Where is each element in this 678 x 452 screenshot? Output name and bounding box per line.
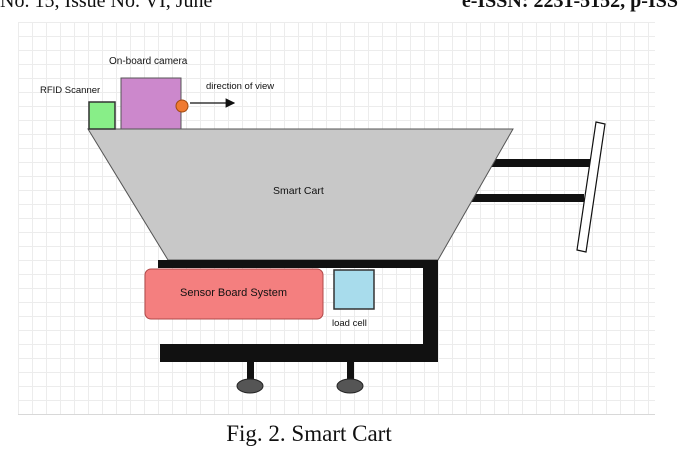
handle-bar-lower (460, 194, 584, 202)
chassis-bottom-bar (160, 344, 438, 362)
smart-cart-figure: On-board camera RFID Scanner direction o… (18, 22, 655, 415)
cart-label: Smart Cart (273, 185, 324, 197)
chassis-right-post (423, 260, 438, 362)
load-cell-label: load cell (332, 318, 367, 329)
handle-bar-upper (470, 159, 590, 167)
figure-caption: Fig. 2. Smart Cart (226, 421, 392, 446)
wheel-left-axle (247, 362, 254, 380)
rfid-label: RFID Scanner (40, 85, 101, 96)
page-header: No. 15, Issue No. VI, June e-ISSN: 2231-… (0, 0, 678, 12)
wheel-right (336, 378, 364, 394)
header-issue-text: No. 15, Issue No. VI, June (0, 0, 213, 12)
header-issn-text: e-ISSN: 2231-5152, p-ISS (461, 0, 678, 12)
smart-cart-diagram (87, 77, 606, 394)
onboard-camera (120, 77, 182, 130)
sensor-board-label: Sensor Board System (180, 287, 287, 299)
rfid-scanner (88, 101, 116, 130)
direction-label: direction of view (206, 81, 275, 92)
wheel-right-axle (347, 362, 354, 380)
load-cell (333, 269, 375, 310)
handle-grip (576, 121, 606, 253)
camera-label: On-board camera (109, 56, 188, 67)
sensor-board-system (144, 268, 324, 320)
camera-lens (175, 99, 189, 113)
wheel-left (236, 378, 264, 394)
chassis-top-bar (158, 260, 438, 268)
